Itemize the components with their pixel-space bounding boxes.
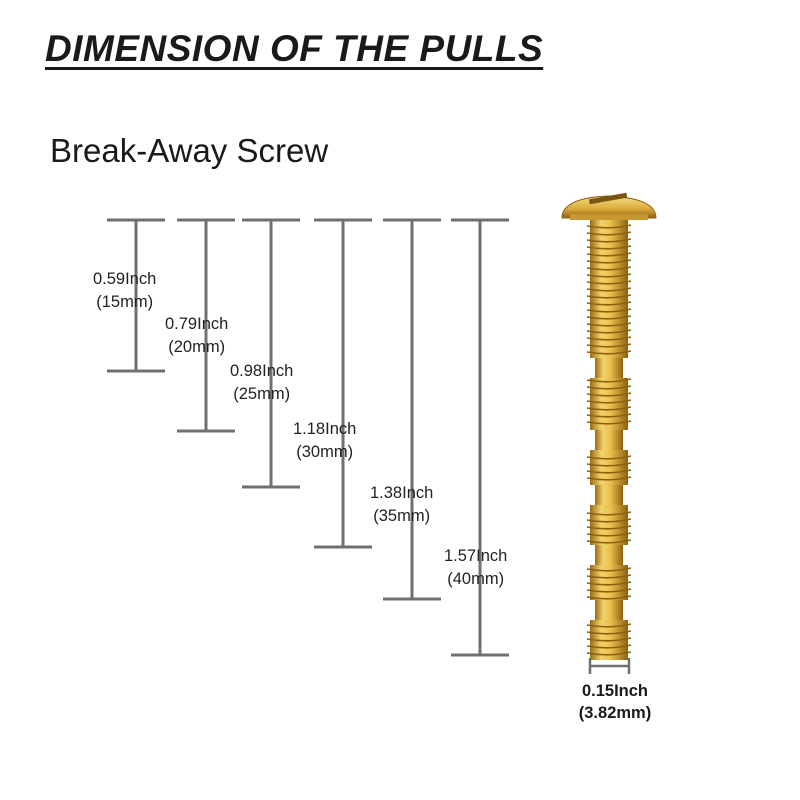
diameter-inch: 0.15Inch: [581, 682, 649, 700]
length-mm: (15mm): [96, 293, 154, 311]
screw-shaft: [585, 220, 633, 660]
length-mm: (40mm): [447, 570, 505, 588]
length-bar-2: [177, 218, 235, 433]
length-inch: 0.79Inch: [165, 315, 229, 333]
length-bar-4: [314, 218, 372, 549]
length-inch: 0.98Inch: [230, 362, 294, 380]
screw-image: [561, 192, 657, 660]
length-bar-3: [242, 218, 300, 489]
diameter-mm: (3.82mm): [578, 704, 652, 722]
length-bar-6: [451, 218, 509, 657]
diameter-marker: [588, 658, 631, 674]
length-label-1: 0.59Inch (15mm): [93, 268, 156, 314]
length-mm: (30mm): [296, 443, 354, 461]
length-label-4: 1.18Inch (30mm): [293, 418, 356, 464]
length-inch: 1.18Inch: [293, 420, 357, 438]
length-label-6: 1.57Inch (40mm): [444, 545, 507, 591]
length-bars: [107, 218, 509, 657]
length-inch: 1.38Inch: [370, 484, 434, 502]
length-mm: (25mm): [233, 385, 291, 403]
length-label-2: 0.79Inch (20mm): [165, 313, 228, 359]
length-mm: (35mm): [373, 507, 431, 525]
screw-slot: [588, 192, 628, 205]
subtitle: Break-Away Screw: [50, 132, 329, 169]
diameter-label: 0.15Inch (3.82mm): [570, 680, 660, 724]
length-inch: 1.57Inch: [444, 547, 508, 565]
length-label-3: 0.98Inch (25mm): [230, 360, 293, 406]
length-inch: 0.59Inch: [93, 270, 157, 288]
length-bar-1: [107, 218, 165, 373]
length-mm: (20mm): [168, 338, 226, 356]
length-bar-5: [383, 218, 441, 601]
page-title: DIMENSION OF THE PULLS: [45, 28, 544, 69]
length-label-5: 1.38Inch (35mm): [370, 482, 433, 528]
